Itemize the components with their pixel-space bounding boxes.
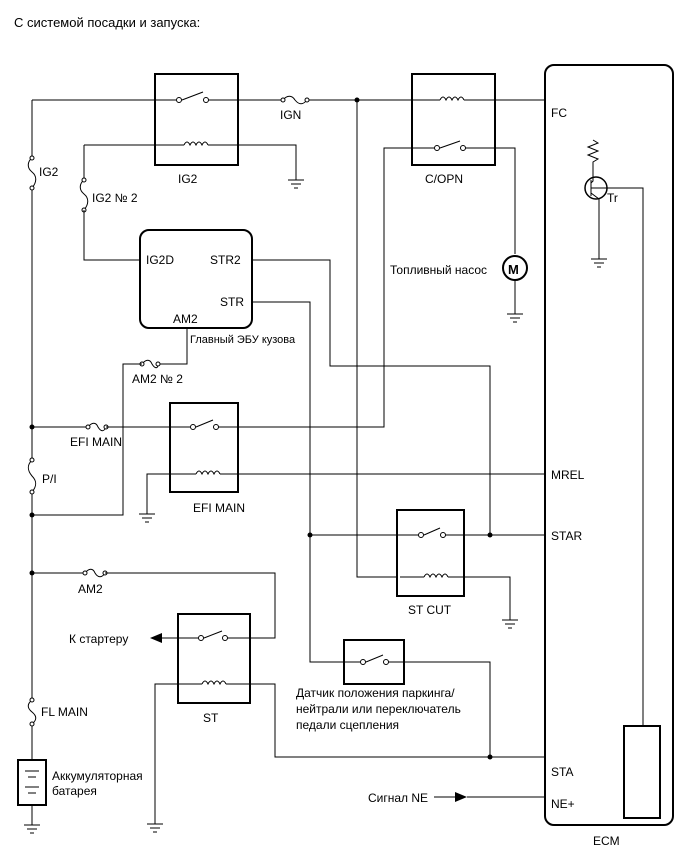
fuse-ign: IGN bbox=[280, 95, 310, 122]
ecm: FC MREL STAR STA NE+ ECM bbox=[544, 64, 674, 848]
relay-copn-label: C/OPN bbox=[425, 172, 463, 186]
resistor-icon bbox=[586, 139, 600, 176]
body-ecu-pin-ig2d: IG2D bbox=[146, 253, 174, 267]
body-ecu-pin-str: STR bbox=[220, 295, 244, 309]
ecm-pin-ne: NE+ bbox=[551, 797, 575, 811]
fuse-efi-main-label: EFI MAIN bbox=[70, 435, 122, 449]
body-ecu-pin-am2: AM2 bbox=[173, 312, 198, 326]
fuse-fl-main: FL MAIN bbox=[27, 697, 88, 727]
ne-signal-arrow-icon bbox=[434, 792, 545, 802]
relay-st-cut: ST CUT bbox=[396, 509, 465, 617]
relay-st-label: ST bbox=[203, 711, 219, 725]
diagram-heading: С системой посадки и запуска: bbox=[14, 15, 200, 30]
pn-switch-label-line2: нейтрали или переключатель bbox=[296, 702, 461, 716]
park-neutral-switch: Датчик положения паркинга/ нейтрали или … bbox=[296, 639, 461, 732]
relay-efi-main-label: EFI MAIN bbox=[193, 501, 245, 515]
ecm-pin-fc: FC bbox=[551, 106, 567, 120]
starter-label: К стартеру bbox=[69, 632, 128, 646]
pn-switch-label-line3: педали сцепления bbox=[296, 718, 399, 732]
battery-label-line1: Аккумуляторная bbox=[52, 769, 143, 783]
ecm-pin-mrel: MREL bbox=[551, 468, 585, 482]
fuse-ig2-label: IG2 bbox=[39, 165, 59, 179]
fuse-am2-no2: AM2 № 2 bbox=[132, 359, 183, 386]
body-ecu: IG2D STR2 STR AM2 Главный ЭБУ кузова bbox=[139, 229, 296, 346]
relay-st: ST bbox=[177, 613, 251, 725]
ecm-pin-sta: STA bbox=[551, 765, 573, 779]
ground-icon bbox=[24, 824, 40, 834]
body-ecu-label: Главный ЭБУ кузова bbox=[190, 334, 296, 346]
relay-ig2: IG2 bbox=[154, 73, 239, 186]
relay-copn: C/OPN bbox=[411, 73, 496, 186]
relay-st-cut-label: ST CUT bbox=[408, 603, 452, 617]
relay-efi-main: EFI MAIN bbox=[169, 402, 245, 515]
fuse-fl-main-label: FL MAIN bbox=[41, 705, 88, 719]
fuse-pi: P/I bbox=[27, 457, 57, 495]
ecm-pin-star: STAR bbox=[551, 529, 582, 543]
ecm-processor-block bbox=[623, 725, 661, 819]
body-ecu-pin-str2: STR2 bbox=[210, 253, 241, 267]
fuse-ig2: IG2 bbox=[27, 155, 59, 191]
fuse-am2-label: AM2 bbox=[78, 582, 103, 596]
ecm-label: ECM bbox=[593, 834, 620, 848]
pn-switch-label-line1: Датчик положения паркинга/ bbox=[296, 686, 455, 700]
fuse-ig2-no2-label: IG2 № 2 bbox=[92, 191, 138, 205]
fuse-ign-label: IGN bbox=[280, 108, 301, 122]
battery-label-line2: батарея bbox=[52, 784, 97, 798]
relay-ig2-label: IG2 bbox=[178, 172, 198, 186]
transistor-label: Tr bbox=[607, 191, 618, 205]
fuse-ig2-no2: IG2 № 2 bbox=[79, 145, 140, 261]
fuel-pump-label: Топливный насос bbox=[390, 263, 487, 277]
ne-signal-label: Сигнал NE bbox=[368, 791, 428, 805]
battery: Аккумуляторная батарея bbox=[17, 759, 143, 806]
fuel-pump: M Топливный насос bbox=[390, 255, 528, 323]
fuse-am2: AM2 bbox=[78, 568, 108, 596]
fuel-pump-motor-icon: M bbox=[508, 262, 519, 277]
starter-arrow-icon bbox=[150, 633, 178, 643]
fuse-am2-no2-label: AM2 № 2 bbox=[132, 372, 183, 386]
fuse-pi-label: P/I bbox=[42, 472, 57, 486]
